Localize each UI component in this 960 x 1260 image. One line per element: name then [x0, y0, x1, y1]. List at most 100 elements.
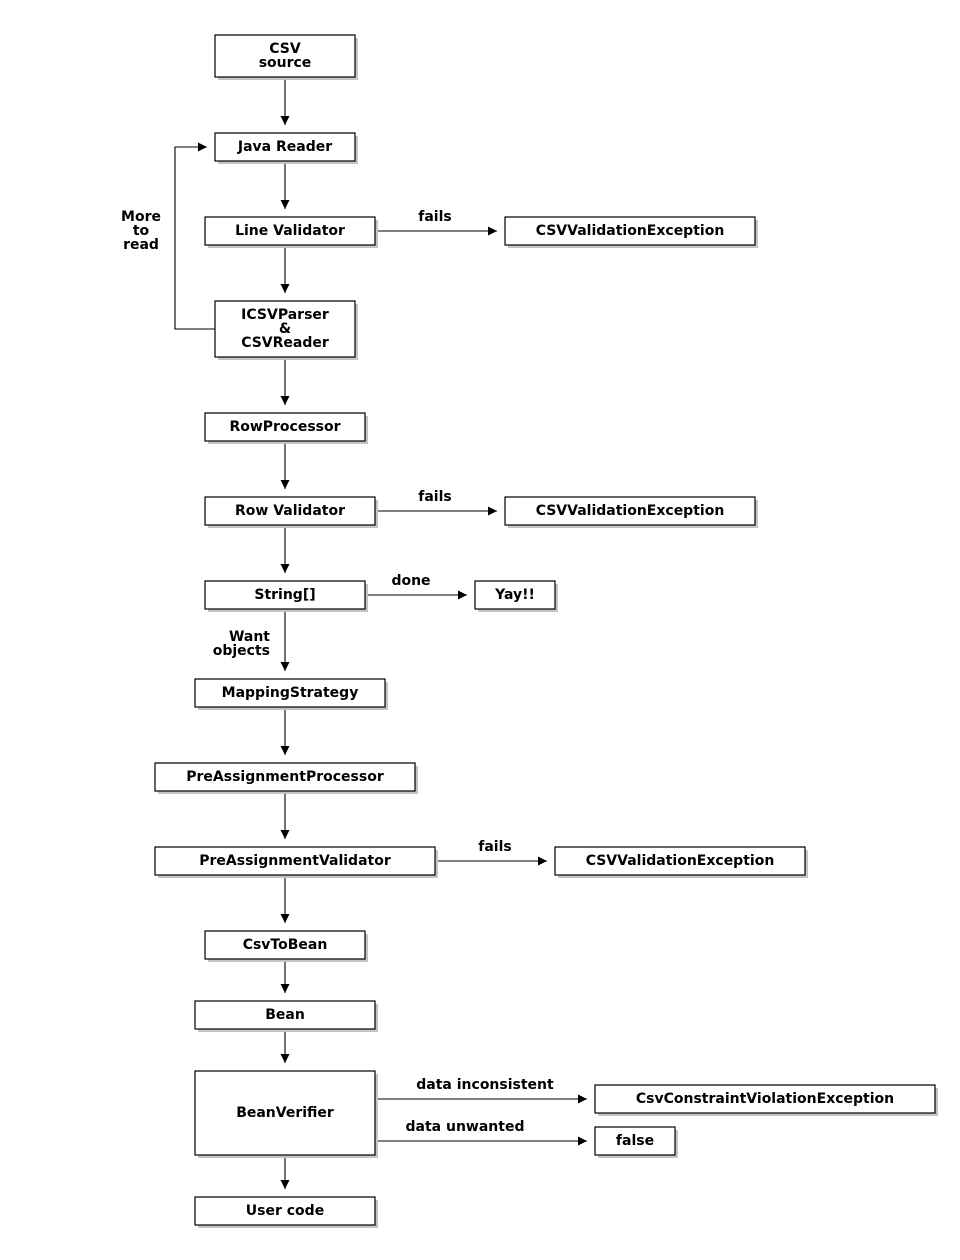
arrowhead	[280, 564, 290, 573]
edge-mapping-to-preprocessor	[280, 707, 290, 755]
node-box	[214, 132, 356, 162]
node-box	[204, 412, 366, 442]
edge-label-text: More	[121, 209, 161, 225]
node-box	[154, 846, 436, 876]
arrowhead	[280, 830, 290, 839]
node-mapping-strategy: MappingStrategy	[194, 678, 388, 710]
node-label: &	[279, 321, 291, 337]
arrowhead	[280, 396, 290, 405]
edge-row-validator-to-string	[280, 525, 290, 573]
node-label: false	[616, 1133, 654, 1149]
node-box	[554, 846, 806, 876]
edge-prevalidator-fails	[435, 856, 547, 866]
arrowhead	[488, 506, 497, 516]
node-label: Line Validator	[235, 223, 345, 239]
node-label: MappingStrategy	[222, 685, 359, 701]
node-string-array: String[]	[204, 580, 368, 612]
arrowhead	[280, 984, 290, 993]
arrowhead	[280, 1180, 290, 1189]
edge-label-line-fails: fails	[418, 209, 451, 225]
node-box	[194, 678, 386, 708]
arrowhead	[198, 142, 207, 152]
node-yay: Yay!!	[474, 580, 558, 612]
edge-label-text: data inconsistent	[416, 1077, 554, 1093]
node-label: CSV	[269, 41, 301, 57]
edge-label-text: fails	[478, 839, 511, 855]
edge-line-validator-to-parser	[280, 245, 290, 293]
node-label: CSVValidationException	[536, 503, 725, 519]
edge-label-row-fails: fails	[418, 489, 451, 505]
node-label: source	[259, 55, 312, 71]
node-constraint-violation-exception: CsvConstraintViolationException	[594, 1084, 938, 1116]
edge-label-data-inconsistent: data inconsistent	[416, 1077, 554, 1093]
edge-prevalidator-to-csvtobean	[280, 875, 290, 923]
node-pre-assignment-exception: CSVValidationException	[554, 846, 808, 878]
arrowhead	[458, 590, 467, 600]
node-row-validator: Row Validator	[204, 496, 378, 528]
edge-label-text: fails	[418, 209, 451, 225]
node-box	[214, 300, 356, 358]
arrowhead	[280, 116, 290, 125]
arrowhead	[280, 1054, 290, 1063]
node-bean: Bean	[194, 1000, 378, 1032]
node-label: CsvToBean	[243, 937, 328, 953]
node-label: String[]	[254, 587, 315, 603]
arrowhead	[538, 856, 547, 866]
edge-label-done: done	[391, 573, 430, 589]
edge-row-validator-fails	[375, 506, 497, 516]
node-box	[154, 762, 416, 792]
node-label: RowProcessor	[229, 419, 340, 435]
arrowhead	[280, 746, 290, 755]
edge-verifier-to-user-code	[280, 1155, 290, 1189]
node-box	[504, 216, 756, 246]
node-box	[194, 1000, 376, 1030]
node-row-processor: RowProcessor	[204, 412, 368, 444]
node-label: ICSVParser	[241, 307, 329, 323]
node-label: Bean	[265, 1007, 305, 1023]
node-java-reader: Java Reader	[214, 132, 358, 164]
edge-line	[174, 146, 215, 330]
arrowhead	[578, 1136, 587, 1146]
node-parser-reader: ICSVParser&CSVReader	[214, 300, 358, 360]
node-label: CSVValidationException	[536, 223, 725, 239]
arrowhead	[280, 914, 290, 923]
node-box	[194, 1196, 376, 1226]
arrowhead	[280, 284, 290, 293]
node-line-validator: Line Validator	[204, 216, 378, 248]
node-label: Java Reader	[237, 139, 332, 155]
node-box	[204, 496, 376, 526]
arrowhead	[280, 480, 290, 489]
node-label: Yay!!	[494, 587, 535, 603]
edge-label-text: fails	[418, 489, 451, 505]
node-bean-verifier: BeanVerifier	[194, 1070, 378, 1158]
edge-label-text: read	[123, 237, 159, 253]
node-label: CSVReader	[241, 335, 329, 351]
edge-string-done	[365, 590, 467, 600]
edge-more-to-read-loop	[174, 142, 215, 330]
node-box	[474, 580, 556, 610]
edge-label-text: data unwanted	[406, 1119, 525, 1135]
node-label: User code	[246, 1203, 324, 1219]
edge-bean-to-verifier	[280, 1029, 290, 1063]
edge-verifier-inconsistent	[375, 1094, 587, 1104]
arrowhead	[280, 662, 290, 671]
node-box	[594, 1084, 936, 1114]
node-user-code: User code	[194, 1196, 378, 1228]
node-label: CsvConstraintViolationException	[636, 1091, 894, 1107]
node-box	[204, 930, 366, 960]
edge-label-text: objects	[213, 643, 270, 659]
edge-row-processor-to-row-validator	[280, 441, 290, 489]
arrowhead	[280, 200, 290, 209]
node-label: PreAssignmentProcessor	[186, 769, 384, 785]
node-label: PreAssignmentValidator	[199, 853, 391, 869]
node-csv-to-bean: CsvToBean	[204, 930, 368, 962]
edge-line-validator-fails	[375, 226, 497, 236]
edge-label-data-unwanted: data unwanted	[406, 1119, 525, 1135]
node-box	[214, 34, 356, 78]
edge-label-pre-fails: fails	[478, 839, 511, 855]
edge-source-to-reader	[280, 77, 290, 125]
